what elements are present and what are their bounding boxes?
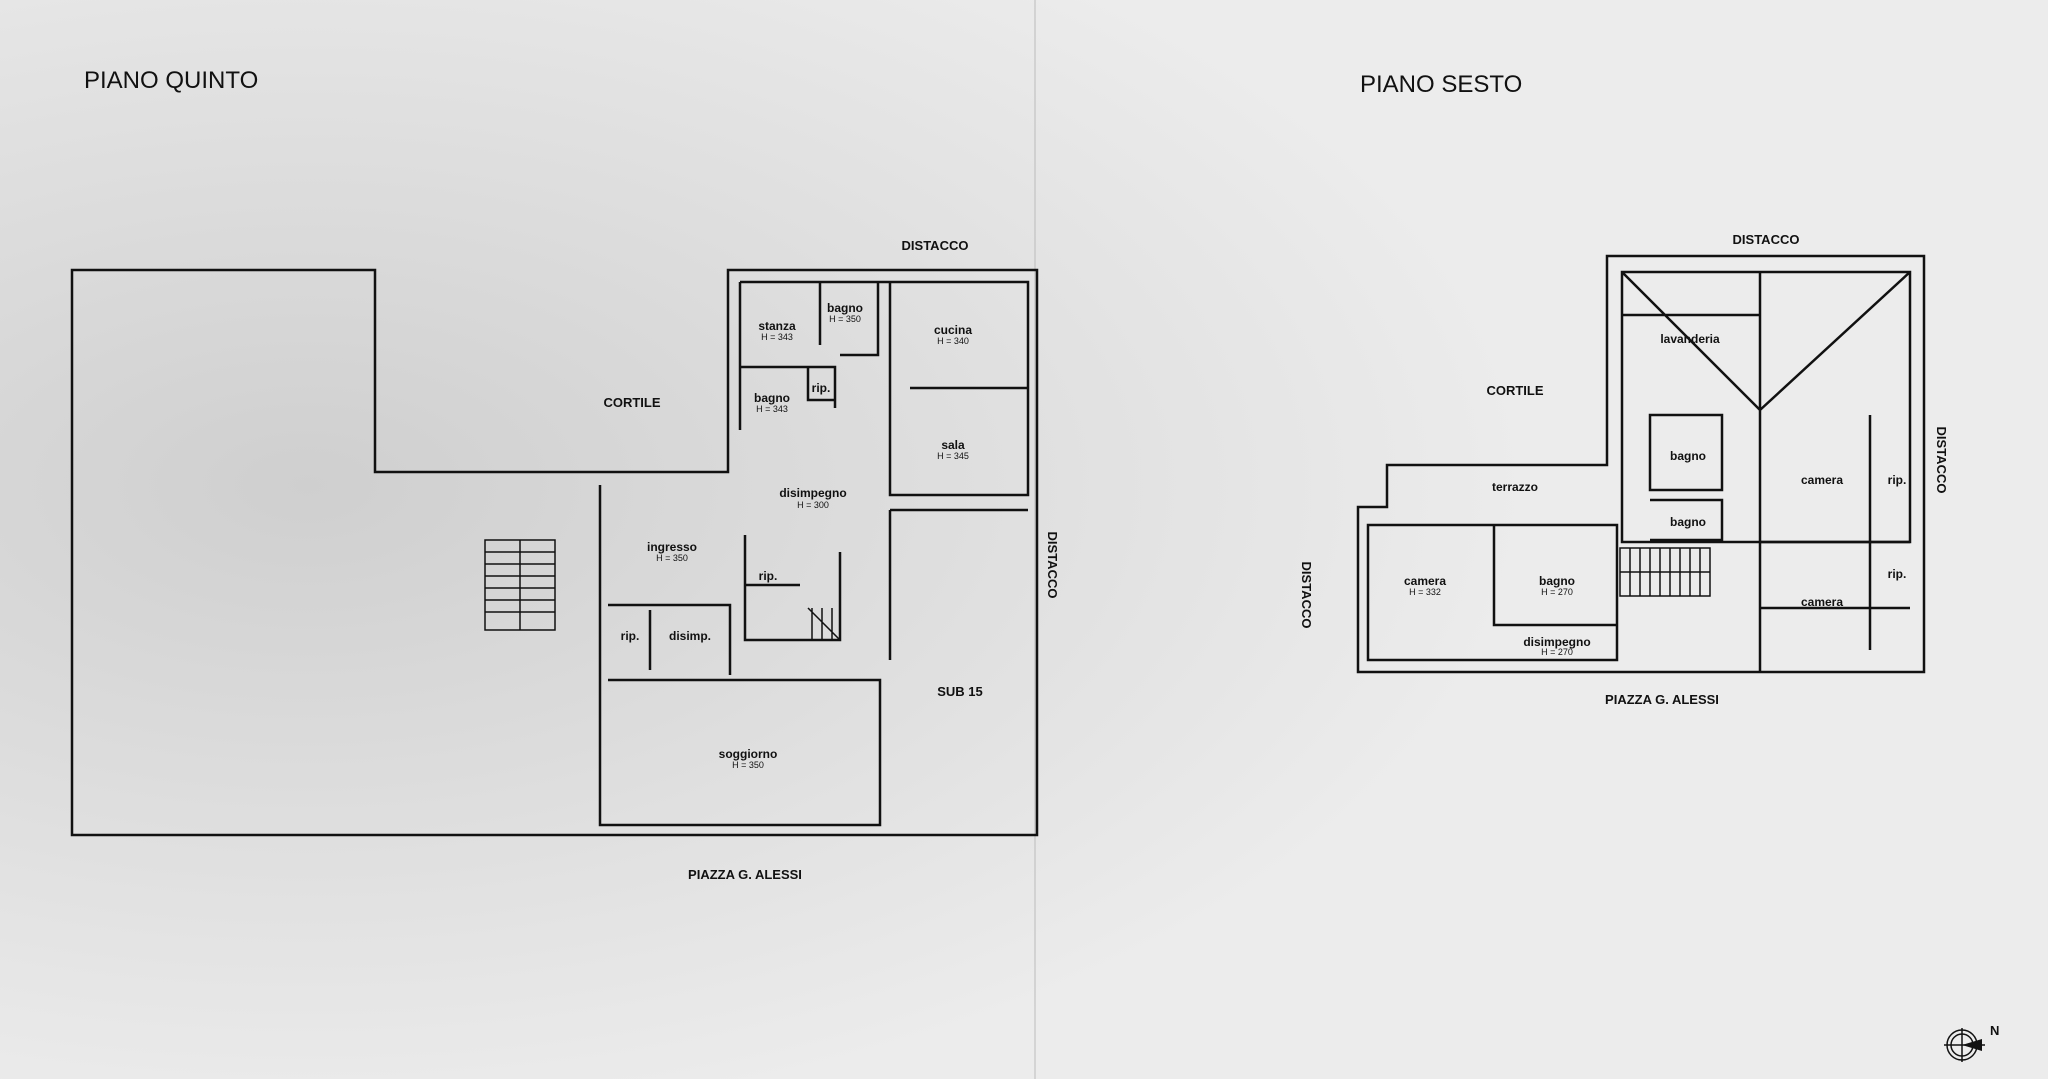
svg-text:sala: sala [941,438,965,452]
street-label: PIAZZA G. ALESSI [1605,692,1719,707]
svg-text:terrazzo: terrazzo [1492,480,1538,494]
distacco-left-label: DISTACCO [1299,562,1314,629]
room-rip: rip. [621,629,640,643]
sixth-floor-plan: PIANO SESTO DISTACCO DISTACCO DISTACCO C… [1299,71,1949,707]
fifth-floor-plan: PIANO QUINTO DISTACCO DISTACCO CORTILE S… [70,67,1060,882]
sixth-floor-outline [1356,254,1926,674]
fifth-floor-outline [70,268,1039,837]
svg-text:camera: camera [1801,473,1843,487]
svg-text:bagno: bagno [1539,574,1575,588]
wall [598,485,882,827]
wall [1366,523,1619,662]
svg-text:disimpegno: disimpegno [779,486,846,500]
svg-text:bagno: bagno [1670,515,1706,529]
svg-text:rip.: rip. [1888,473,1907,487]
svg-text:H = 340: H = 340 [937,336,969,346]
fifth-floor-title: PIANO QUINTO [84,67,258,94]
room-bagno: bagno [1670,515,1706,529]
street-label: PIAZZA G. ALESSI [688,867,802,882]
wall [740,280,1030,497]
svg-text:rip.: rip. [812,381,831,395]
wall [738,282,880,430]
north-arrow-icon: N [1944,1023,1999,1062]
svg-text:H = 345: H = 345 [937,451,969,461]
svg-text:H = 343: H = 343 [756,404,788,414]
svg-text:H = 350: H = 350 [732,760,764,770]
svg-text:H = 332: H = 332 [1409,587,1441,597]
svg-text:rip.: rip. [759,569,778,583]
room-rip: rip. [759,569,778,583]
room-rip: rip. [1888,473,1907,487]
room-rip: rip. [1888,567,1907,581]
room-camera: camera [1801,473,1843,487]
svg-text:H = 300: H = 300 [797,500,829,510]
distacco-right-label: DISTACCO [1934,427,1949,494]
cortile-label: CORTILE [1486,383,1543,398]
svg-text:H = 343: H = 343 [761,332,793,342]
svg-text:rip.: rip. [621,629,640,643]
compass-north-label: N [1990,1023,1999,1038]
svg-text:lavanderia: lavanderia [1660,332,1720,346]
svg-text:bagno: bagno [1670,449,1706,463]
wall [888,508,1028,660]
svg-text:camera: camera [1801,595,1843,609]
stairs [1619,547,1711,597]
svg-text:H = 270: H = 270 [1541,587,1573,597]
svg-text:cucina: cucina [934,323,972,337]
wall [1758,415,1910,672]
wall [608,603,732,675]
sixth-floor-title: PIANO SESTO [1360,71,1522,98]
svg-text:H = 350: H = 350 [829,314,861,324]
svg-text:stanza: stanza [758,319,796,333]
svg-text:camera: camera [1404,574,1446,588]
wall [743,535,842,642]
svg-text:disimpegno: disimpegno [1523,635,1590,649]
room-rip: rip. [812,381,831,395]
wall [1648,413,1724,542]
svg-text:ingresso: ingresso [647,540,697,554]
svg-text:disimp.: disimp. [669,629,711,643]
svg-text:H = 270: H = 270 [1541,647,1573,657]
room-lavanderia: lavanderia [1660,332,1720,346]
room-bagno: bagno [1670,449,1706,463]
svg-text:rip.: rip. [1888,567,1907,581]
room-disimp: disimp. [669,629,711,643]
distacco-top-label: DISTACCO [902,238,969,253]
svg-text:bagno: bagno [754,391,790,405]
room-terrazzo: terrazzo [1492,480,1538,494]
room-camera: camera [1801,595,1843,609]
distacco-right-label: DISTACCO [1045,532,1060,599]
stairs [484,539,841,641]
svg-text:soggiorno: soggiorno [719,747,778,761]
distacco-top-label: DISTACCO [1733,232,1800,247]
sub-label: SUB 15 [937,684,983,699]
svg-text:bagno: bagno [827,301,863,315]
svg-text:H = 350: H = 350 [656,553,688,563]
cortile-label: CORTILE [603,395,660,410]
